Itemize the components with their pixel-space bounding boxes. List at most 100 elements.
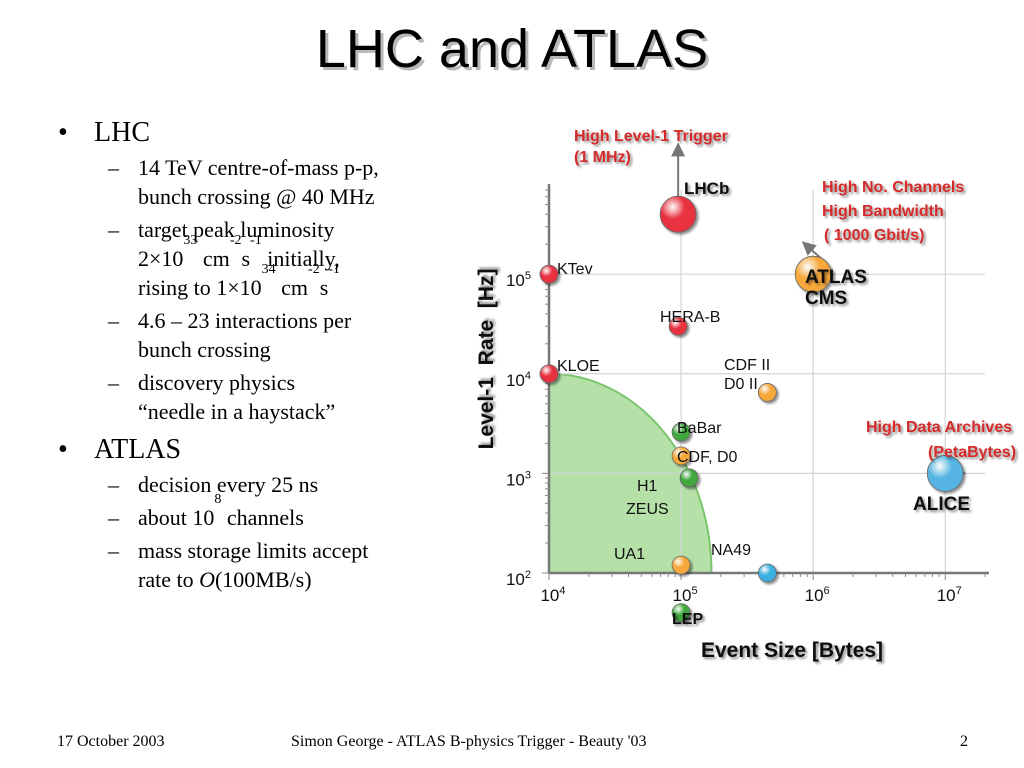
superscript: 8 — [214, 492, 222, 507]
label-d0-ii: D0 II — [724, 376, 758, 393]
x-tick-label: 107 — [937, 585, 962, 605]
tick-base: 10 — [805, 586, 824, 605]
annotation-high-channels-line: High Bandwidth — [822, 203, 944, 220]
text-run: mass storage limits accept — [138, 538, 369, 563]
annotation-high-level1-trigger-line: High Level-1 Trigger — [574, 128, 728, 145]
point-babar — [671, 422, 691, 442]
x-tick-label: 104 — [540, 585, 565, 605]
sub-bullet-line: 2×1033 cm-2s-1 initially, — [138, 234, 458, 273]
text-run: 14 TeV centre-of-mass p-p, — [138, 155, 379, 180]
sub-bullet-line: decision every 25 ns — [138, 470, 458, 499]
tick-base: 10 — [937, 586, 956, 605]
text-run: O — [199, 567, 215, 592]
sub-bullet-line: mass storage limits accept — [138, 536, 458, 565]
text-run: cm — [197, 246, 230, 271]
sub-bullet-line: discovery physics — [138, 368, 458, 397]
text-run: s — [241, 246, 251, 271]
sub-bullet-dash: – — [108, 505, 119, 530]
tick-exponent: 7 — [956, 585, 962, 597]
tick-exponent: 2 — [525, 569, 531, 581]
text-run: cm — [275, 275, 309, 300]
y-tick-label: 104 — [506, 370, 531, 390]
label-h1: H1 — [637, 478, 658, 495]
sub-bullet-dash: – — [108, 308, 119, 333]
point-cdf-ii — [757, 383, 777, 402]
superscript: 34 — [261, 262, 276, 277]
label-na49: NA49 — [711, 542, 751, 559]
sub-bullet-dash: – — [108, 370, 119, 395]
text-run: bunch crossing @ 40 MHz — [138, 184, 375, 209]
sub-bullet-line: “needle in a haystack” — [138, 397, 458, 426]
text-run: discovery physics — [138, 370, 296, 395]
bullet-lhc: •LHC — [58, 117, 458, 149]
tick-exponent: 5 — [525, 270, 531, 282]
label-atlas: ATLAS — [805, 267, 867, 288]
bullet-list: •LHC–14 TeV centre-of-mass p-p,bunch cro… — [58, 115, 458, 598]
x-tick-label: 105 — [673, 585, 698, 605]
text-run: s — [319, 275, 329, 300]
label-lhcb: LHCb — [684, 179, 729, 198]
text-run: rising to 1×10 — [138, 275, 262, 300]
point-cdf-d0 — [671, 446, 691, 466]
superscript: -1 — [250, 233, 262, 248]
superscript: -2 — [229, 233, 242, 248]
sub-bullet-line: about 108 channels — [138, 493, 458, 532]
text-run: channels — [221, 505, 304, 530]
footer-page-number: 2 — [960, 733, 968, 750]
annotation-high-data-archives-line: (PetaBytes) — [928, 444, 1016, 461]
tick-exponent: 5 — [691, 585, 697, 597]
text-run: (100MB/s) — [214, 567, 312, 592]
text-run: decision every 25 ns — [138, 472, 319, 497]
tick-base: 10 — [506, 470, 525, 489]
label-kloe: KLOE — [557, 358, 600, 375]
label-lep: LEP — [672, 611, 703, 628]
text-run: “needle in a haystack” — [138, 399, 336, 424]
sub-bullet-line: rising to 1×1034 cm-2s-1 — [138, 263, 458, 302]
sub-bullet-line: rate to O(100MB/s) — [138, 565, 458, 594]
y-tick-label: 103 — [506, 469, 531, 489]
sub-bullet: –decision every 25 ns — [58, 470, 458, 499]
bullet-atlas: •ATLAS — [58, 434, 458, 466]
text-run: bunch crossing — [138, 337, 271, 362]
sub-bullet-line: bunch crossing @ 40 MHz — [138, 182, 458, 211]
annotation-high-channels-line: High No. Channels — [822, 179, 964, 196]
annotation-high-channels-line: ( 1000 Gbit/s) — [824, 227, 924, 244]
point-alice — [926, 454, 964, 492]
annotation-high-level1-trigger-line: (1 MHz) — [574, 149, 631, 166]
point-ktev — [539, 264, 559, 284]
label-ua1: UA1 — [614, 546, 645, 563]
label-cms: CMS — [805, 288, 847, 309]
tick-base: 10 — [506, 371, 525, 390]
label-babar: BaBar — [677, 420, 722, 437]
tick-exponent: 3 — [525, 469, 531, 481]
text-run: rate to — [138, 567, 200, 592]
footer-date: 17 October 2003 — [57, 733, 165, 750]
label-ktev: KTev — [557, 261, 593, 278]
superscript: -1 — [328, 262, 340, 277]
sub-bullet-line: target peak luminosity — [138, 215, 458, 244]
y-axis-label: Level-1 Rate [Hz] — [475, 269, 498, 450]
tick-base: 10 — [506, 271, 525, 290]
label-alice: ALICE — [913, 494, 970, 515]
x-tick-label: 106 — [805, 585, 830, 605]
sub-bullet: –14 TeV centre-of-mass p-p, bunch crossin… — [58, 153, 458, 211]
annotation-high-data-archives-line: High Data Archives — [866, 419, 1012, 436]
label-cdf-ii: CDF II — [724, 357, 770, 374]
tick-base: 10 — [673, 586, 692, 605]
y-tick-label: 105 — [506, 270, 531, 290]
y-tick-label: 102 — [506, 569, 531, 589]
sub-bullet-dash: – — [108, 155, 119, 180]
slide-title: LHC and ATLAS — [315, 19, 709, 79]
tick-exponent: 4 — [525, 370, 531, 382]
sub-bullet-line: 14 TeV centre-of-mass p-p, — [138, 153, 458, 182]
point-lep — [671, 603, 691, 623]
x-axis-label: Event Size [Bytes] — [701, 639, 883, 662]
point-ua1 — [671, 555, 691, 575]
tick-base: 10 — [540, 586, 559, 605]
tick-exponent: 4 — [559, 585, 565, 597]
point-h1 — [679, 468, 699, 488]
text-run: 2×10 — [138, 246, 184, 271]
